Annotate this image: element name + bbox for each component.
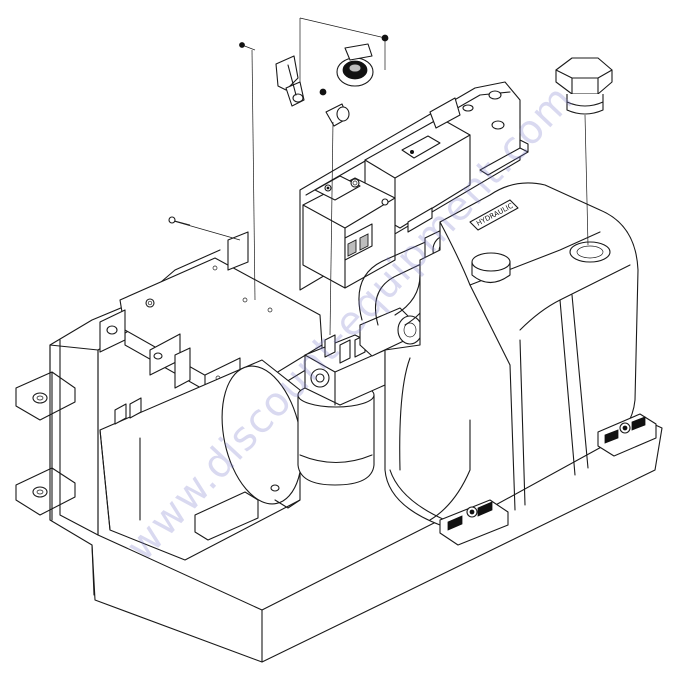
electric-motor <box>99 359 303 561</box>
oil-tank: HYDRAULIC <box>384 182 639 531</box>
solenoid-assembly <box>239 17 389 336</box>
tank-clamp-rear <box>597 413 657 457</box>
mounting-screw <box>168 216 241 241</box>
hydraulic-filter <box>297 307 423 486</box>
front-panel <box>49 339 99 536</box>
tank-clamp-front <box>439 499 509 546</box>
breather-cap <box>555 57 613 246</box>
control-box <box>302 175 396 289</box>
